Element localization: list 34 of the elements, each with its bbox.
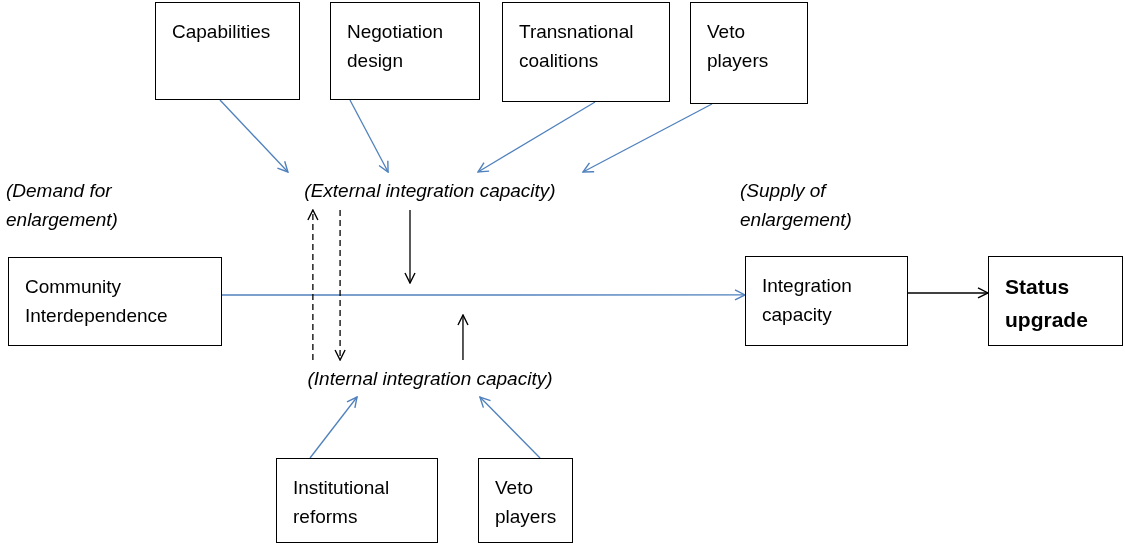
arrow (479, 396, 541, 459)
arrow (477, 101, 596, 173)
arrow (334, 209, 346, 361)
arrow (309, 396, 358, 459)
process-box (502, 2, 670, 102)
annotation-text: (External integration capacity) (270, 172, 590, 210)
caption-text: (Supply of enlargement) (740, 179, 853, 233)
process-box (988, 256, 1123, 346)
arrow (404, 209, 416, 284)
node-label: Institutional reforms (293, 476, 391, 530)
node-label: Veto players (707, 20, 770, 74)
process-box (155, 2, 300, 100)
process-box (330, 2, 480, 100)
arrow (457, 314, 469, 361)
arrow (582, 103, 713, 173)
arrow (907, 287, 989, 299)
annotation-text: (Internal integration capacity) (270, 360, 590, 397)
arrow (349, 99, 389, 173)
arrow (221, 289, 746, 301)
node-label: Negotiation design (347, 20, 445, 74)
process-box (8, 257, 222, 346)
caption-text: (Demand for enlargement) (6, 179, 119, 233)
arrow (307, 209, 319, 361)
node-label: Status upgrade (1005, 274, 1089, 333)
process-box (690, 2, 808, 104)
node-label: Community Interdependence (25, 275, 169, 329)
process-box (745, 256, 908, 346)
arrow (219, 99, 289, 173)
process-box (276, 458, 438, 543)
node-label: Transnational coalitions (519, 20, 635, 74)
node-label: Capabilities (172, 20, 272, 44)
node-label: Integration capacity (762, 274, 853, 328)
process-box (478, 458, 573, 543)
node-label: Veto players (495, 476, 556, 530)
